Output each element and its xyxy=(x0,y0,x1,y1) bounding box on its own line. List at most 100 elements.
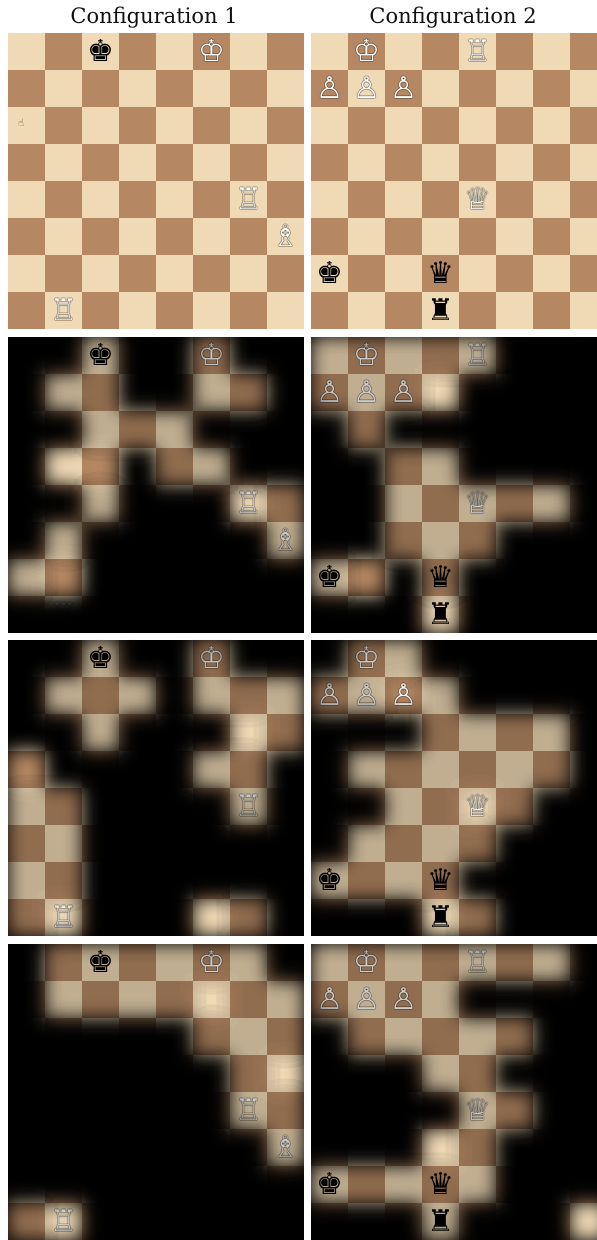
square-h3 xyxy=(570,522,597,559)
square-e5 xyxy=(156,448,193,485)
square-g8 xyxy=(230,944,267,981)
white-king-icon: ♔ xyxy=(353,948,380,978)
white-king-icon: ♔ xyxy=(198,644,225,674)
white-king-icon: ♔ xyxy=(353,341,380,371)
square-a7: ♙ xyxy=(311,677,348,714)
square-g5 xyxy=(230,1055,267,1092)
square-b4 xyxy=(45,181,82,218)
square-d7 xyxy=(422,677,459,714)
square-d5 xyxy=(422,1055,459,1092)
square-d8 xyxy=(119,640,156,677)
square-d8 xyxy=(119,33,156,70)
square-c2 xyxy=(82,862,119,899)
square-g6 xyxy=(533,107,570,144)
square-g1 xyxy=(533,899,570,936)
white-bishop-icon: ♗ xyxy=(272,222,299,252)
black-king-icon: ♚ xyxy=(316,1170,343,1200)
square-h7 xyxy=(267,677,304,714)
square-b8 xyxy=(45,337,82,374)
square-c8 xyxy=(385,944,422,981)
chessboard-config-2-saliency-3: ♔♖♙♙♙♕♚♛♜ xyxy=(311,944,597,1240)
square-a8 xyxy=(311,944,348,981)
white-queen-icon: ♕ xyxy=(464,185,491,215)
square-b1 xyxy=(348,1203,385,1240)
square-b1 xyxy=(348,596,385,633)
square-d5 xyxy=(422,751,459,788)
square-d6 xyxy=(422,1018,459,1055)
square-d5 xyxy=(119,448,156,485)
square-c3 xyxy=(82,522,119,559)
square-g5 xyxy=(533,1055,570,1092)
square-h2 xyxy=(267,559,304,596)
square-g2 xyxy=(533,862,570,899)
square-h5 xyxy=(267,144,304,181)
square-a3 xyxy=(8,825,45,862)
white-pawn-icon: ♙ xyxy=(316,681,343,711)
square-f2 xyxy=(496,255,533,292)
square-g1 xyxy=(230,596,267,633)
square-c8: ♚ xyxy=(82,944,119,981)
square-e2 xyxy=(156,1166,193,1203)
square-h2 xyxy=(570,559,597,596)
square-a6 xyxy=(311,1018,348,1055)
square-h2 xyxy=(267,1166,304,1203)
square-f7 xyxy=(193,981,230,1018)
black-rook-icon: ♜ xyxy=(427,903,454,933)
square-d8 xyxy=(119,944,156,981)
square-c2 xyxy=(385,559,422,596)
square-e1 xyxy=(459,596,496,633)
square-b6 xyxy=(348,107,385,144)
square-e4 xyxy=(156,485,193,522)
square-f4 xyxy=(496,485,533,522)
square-h5 xyxy=(267,448,304,485)
square-g4 xyxy=(533,1092,570,1129)
square-c3 xyxy=(82,825,119,862)
square-d4 xyxy=(422,1092,459,1129)
square-e7 xyxy=(156,677,193,714)
square-b8: ♔ xyxy=(348,33,385,70)
square-e4 xyxy=(156,788,193,825)
square-b5 xyxy=(45,144,82,181)
square-f4 xyxy=(496,1092,533,1129)
square-a5 xyxy=(8,751,45,788)
square-e5 xyxy=(459,751,496,788)
square-e3 xyxy=(459,825,496,862)
square-c8: ♚ xyxy=(82,33,119,70)
square-b2 xyxy=(348,1166,385,1203)
square-b2 xyxy=(45,1166,82,1203)
black-king-icon: ♚ xyxy=(87,37,114,67)
square-d4 xyxy=(119,788,156,825)
square-f8: ♔ xyxy=(193,640,230,677)
square-e3 xyxy=(156,825,193,862)
square-a5 xyxy=(311,144,348,181)
square-e7 xyxy=(459,70,496,107)
black-king-icon: ♚ xyxy=(87,644,114,674)
square-a4 xyxy=(8,485,45,522)
square-h4 xyxy=(570,181,597,218)
square-f6 xyxy=(496,714,533,751)
square-c2 xyxy=(385,862,422,899)
square-e3 xyxy=(156,1129,193,1166)
square-a7: ♙ xyxy=(311,374,348,411)
square-b8 xyxy=(45,944,82,981)
white-rook-icon: ♖ xyxy=(50,1207,77,1237)
square-g7 xyxy=(533,374,570,411)
square-f2 xyxy=(496,862,533,899)
square-a2: ♚ xyxy=(311,1166,348,1203)
square-b2 xyxy=(45,862,82,899)
black-king-icon: ♚ xyxy=(316,866,343,896)
square-h6 xyxy=(267,411,304,448)
square-d2: ♛ xyxy=(422,559,459,596)
square-c2 xyxy=(82,559,119,596)
square-h1 xyxy=(267,1203,304,1240)
white-rook-icon: ♖ xyxy=(50,296,77,326)
square-b6 xyxy=(45,107,82,144)
square-d8 xyxy=(422,33,459,70)
square-g4 xyxy=(533,788,570,825)
square-d8 xyxy=(422,944,459,981)
square-b1: ♖ xyxy=(45,292,82,329)
square-c6 xyxy=(385,1018,422,1055)
square-h8 xyxy=(267,944,304,981)
square-g3 xyxy=(533,1129,570,1166)
square-c5 xyxy=(385,448,422,485)
